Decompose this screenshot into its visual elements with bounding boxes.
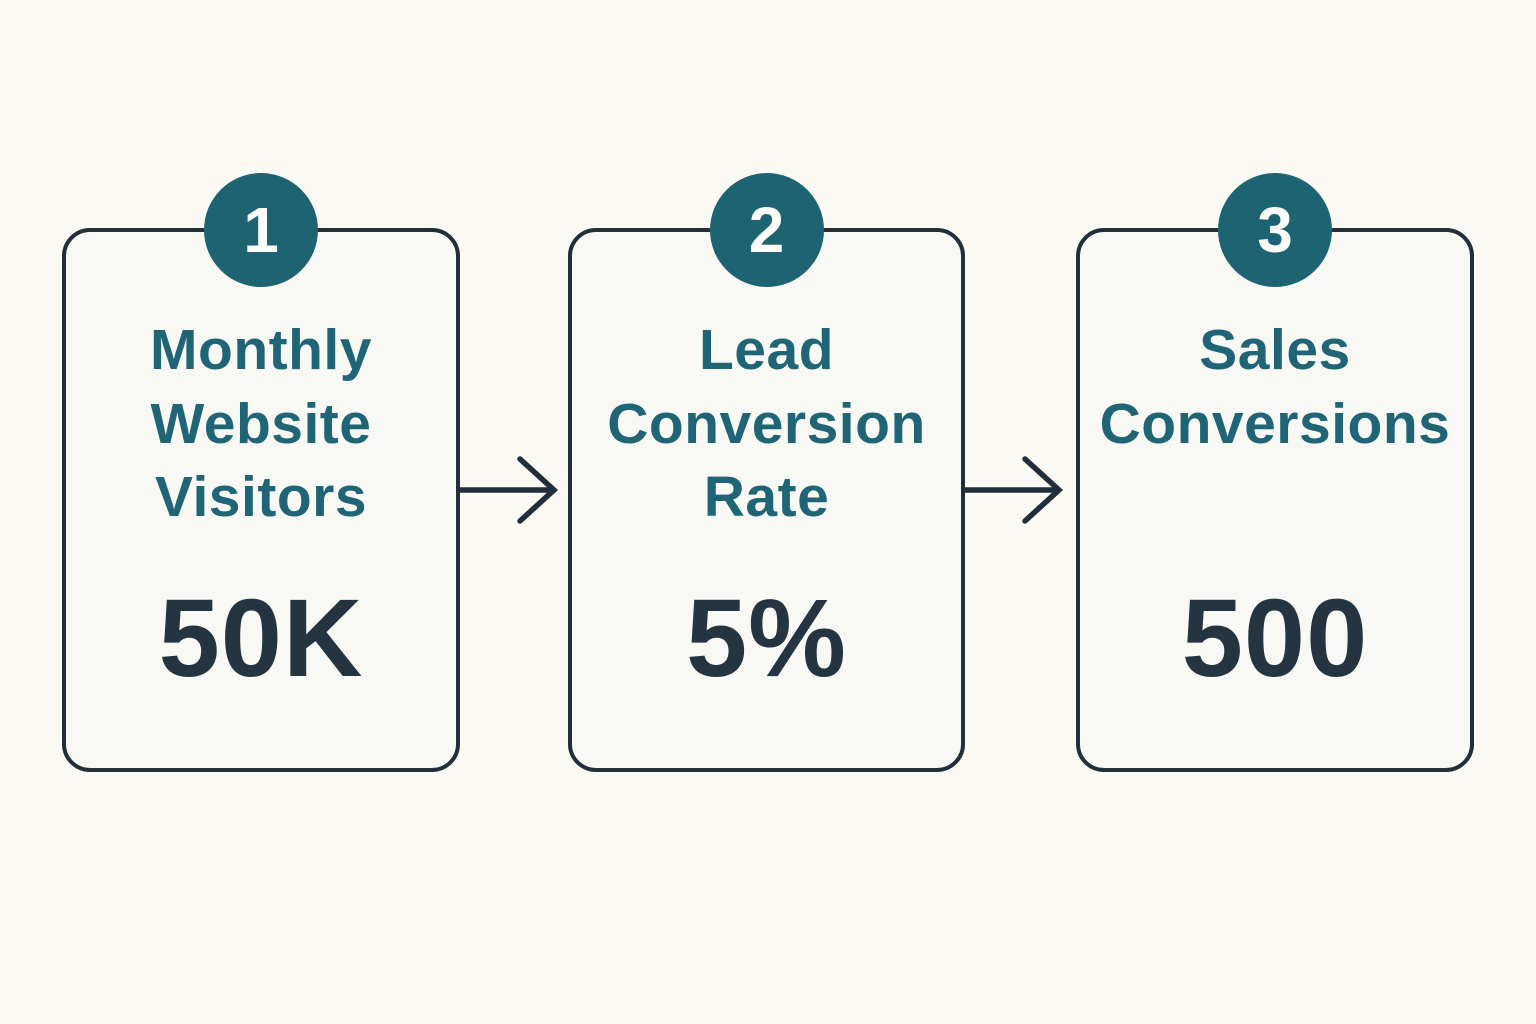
step-value: 500 [1181, 577, 1369, 700]
funnel-step-card-2: 2 Lead Conversion Rate 5% [568, 173, 965, 772]
step-number: 1 [243, 194, 279, 266]
step-value: 50K [158, 577, 364, 700]
step-number-badge: 1 [204, 173, 318, 287]
step-label: Sales Conversions [1099, 318, 1451, 456]
step-label: Lead Conversion Rate [607, 318, 926, 530]
step-number: 2 [748, 194, 785, 266]
arrow-right-icon [962, 456, 1064, 524]
step-number-badge: 2 [709, 173, 824, 287]
step-value: 5% [686, 577, 847, 700]
arrow-right-icon [457, 456, 559, 524]
step-number-badge: 3 [1218, 173, 1332, 287]
step-number: 3 [1257, 194, 1293, 266]
funnel-step-card-3: 3 Sales Conversions 500 [1076, 173, 1474, 772]
funnel-step-card-1: 1 Monthly Website Visitors 50K [62, 173, 460, 772]
step-label: Monthly Website Visitors [150, 318, 372, 530]
